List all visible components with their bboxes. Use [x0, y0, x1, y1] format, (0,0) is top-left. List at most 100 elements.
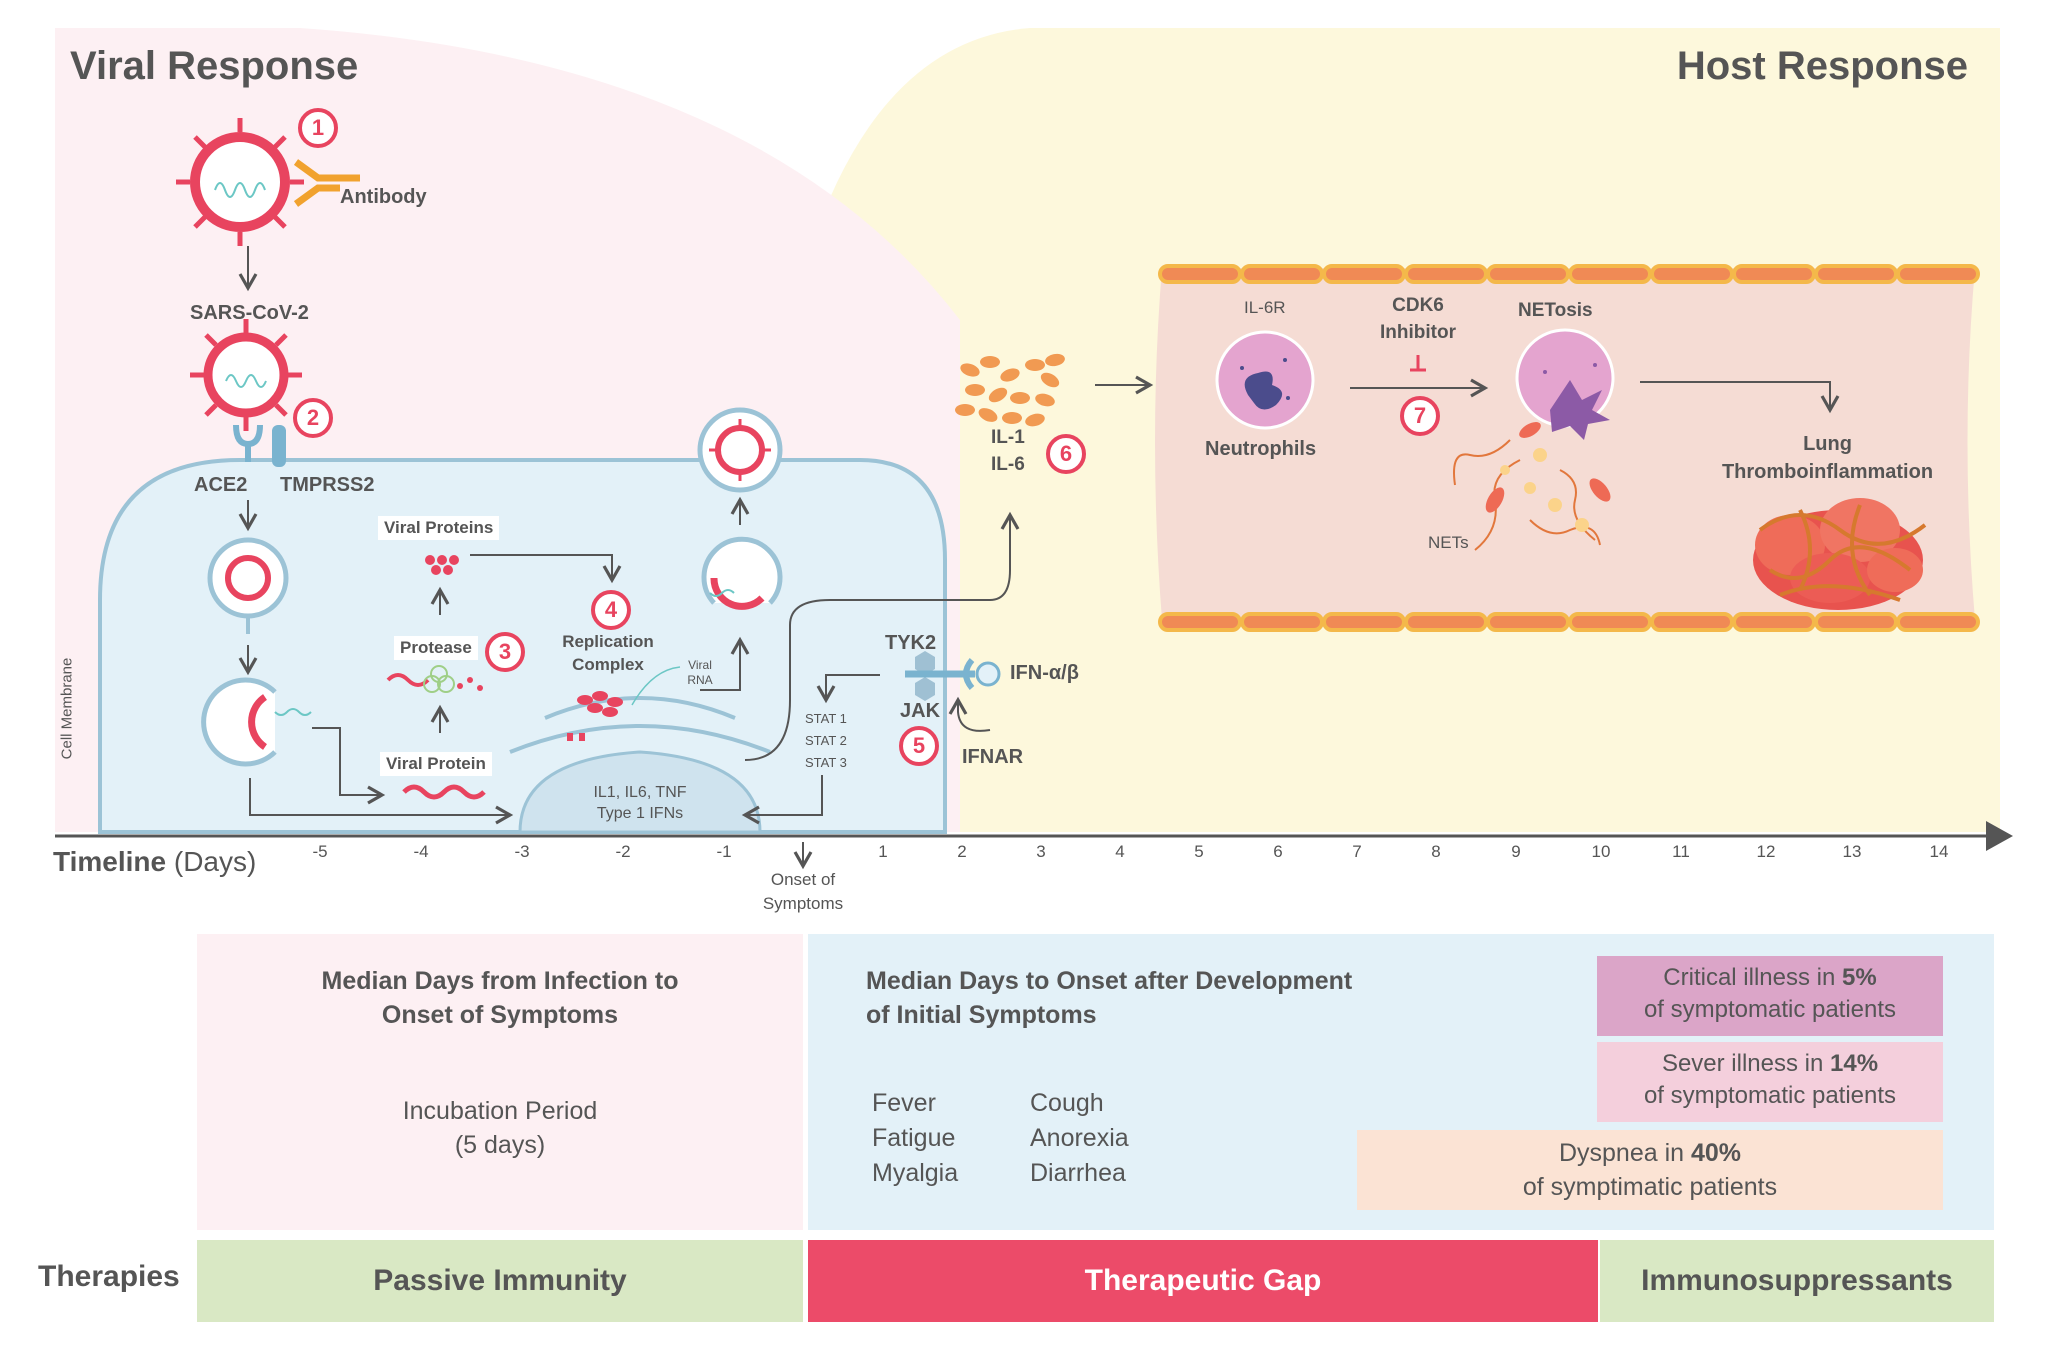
timeline-tick: -5 — [312, 842, 328, 861]
viral-proteins-label: Viral Proteins — [378, 516, 500, 540]
dyspnea-box: Dyspnea in 40% of symptimatic patients — [1357, 1130, 1943, 1210]
timeline-tick: 4 — [1115, 842, 1125, 861]
il6r-label: IL-6R — [1244, 298, 1286, 317]
virus-icon-top — [176, 118, 304, 246]
critical-illness-box: Critical illness in 5% of symptomatic pa… — [1597, 956, 1943, 1036]
incubation-period-line2: (5 days) — [454, 1131, 546, 1159]
host-response-title: Host Response — [1676, 44, 1968, 88]
viral-rna-line1: Viral — [688, 658, 712, 672]
symptoms-col2: Cough Anorexia Diarrhea — [1030, 1086, 1129, 1191]
incubation-panel — [197, 934, 803, 1230]
cdk6-inhibitor-label: CDK6 Inhibitor — [1368, 292, 1468, 346]
protease-label: Protease — [394, 636, 478, 660]
vessel-wall-top — [1158, 264, 1980, 284]
timeline-tick: 1 — [878, 842, 888, 861]
stat-labels: STAT 1 STAT 2 STAT 3 — [805, 708, 847, 774]
symptoms-heading: Median Days to Onset after Development o… — [866, 964, 1352, 1032]
nucleus-label: IL1, IL6, TNF Type 1 IFNs — [560, 782, 720, 824]
cell-membrane-label: Cell Membrane — [58, 657, 76, 760]
stat2-label: STAT 2 — [805, 733, 847, 748]
critical-line1: Critical illness in 5% — [1597, 962, 1943, 994]
onset-line2: Symptoms — [762, 894, 844, 913]
nucleus — [509, 696, 771, 834]
incubation-heading-line2: Onset of Symptoms — [381, 1001, 619, 1029]
dyspnea-pct: 40% — [1690, 1139, 1742, 1167]
timeline-label-unit: (Days) — [166, 846, 257, 877]
lung-thromboinflammation-label: Lung Thromboinflammation — [1705, 430, 1950, 486]
passive-immunity-bar: Passive Immunity — [197, 1240, 803, 1322]
viral-rna-line2: RNA — [687, 673, 713, 687]
il1-label: IL-1 — [991, 427, 1025, 448]
symptom-fever: Fever — [872, 1089, 936, 1117]
dyspnea-pre: Dyspnea in — [1558, 1139, 1691, 1167]
tmprss2-label: TMPRSS2 — [280, 474, 375, 496]
nucleus-label-line2: Type 1 IFNs — [596, 805, 684, 822]
budding-virus-icon — [697, 407, 783, 493]
tmprss2-icon — [272, 425, 286, 467]
symptoms-heading-line1: Median Days to Onset after Development — [866, 967, 1353, 995]
severe-pre: Sever illness in — [1661, 1050, 1831, 1077]
severe-illness-box: Sever illness in 14% of symptomatic pati… — [1597, 1042, 1943, 1122]
step-badge-3: 3 — [485, 632, 525, 672]
timeline-label-bold: Timeline — [53, 846, 167, 877]
viral-rna-label: Viral RNA — [680, 658, 720, 688]
timeline-label: Timeline (Days) — [53, 846, 256, 878]
thrombus-icon — [1753, 498, 1927, 610]
incubation-period-line1: Incubation Period — [402, 1097, 598, 1125]
timeline-tick: 11 — [1672, 842, 1690, 861]
replication-complex-label: Replication Complex — [553, 630, 663, 676]
replication-label-line1: Replication — [562, 632, 654, 651]
severe-line2: of symptomatic patients — [1643, 1082, 1897, 1109]
step-badge-6: 6 — [1046, 434, 1086, 474]
timeline-tick: 7 — [1352, 842, 1362, 861]
timeline-tick: 13 — [1842, 842, 1862, 861]
timeline-tick: -2 — [615, 842, 631, 861]
replication-complex-icon — [567, 691, 623, 741]
nucleus-label-line1: IL1, IL6, TNF — [593, 784, 687, 801]
endosome-icon — [207, 537, 289, 634]
timeline-tick: 8 — [1431, 842, 1441, 861]
viral-protein-strand-icon — [402, 784, 486, 800]
neutrophil-icon — [1215, 330, 1315, 430]
il6-label: IL-6 — [991, 454, 1025, 475]
timeline-tick: -3 — [514, 842, 530, 861]
symptom-diarrhea: Diarrhea — [1030, 1159, 1126, 1187]
inhibitor-icon — [1410, 355, 1426, 372]
ifn-label: IFN-α/β — [1010, 662, 1079, 684]
symptoms-heading-line2: of Initial Symptoms — [866, 1001, 1097, 1029]
timeline-tick: 5 — [1194, 842, 1204, 861]
jak-tyk2-receptor-icon — [905, 651, 1001, 732]
antibody-label: Antibody — [340, 186, 427, 208]
cdk6-line1: CDK6 — [1392, 295, 1444, 316]
timeline-tick: 10 — [1591, 842, 1611, 861]
step-badge-4: 4 — [591, 590, 631, 630]
lung-line1: Lung — [1803, 433, 1852, 455]
incubation-heading: Median Days from Infection to Onset of S… — [197, 964, 803, 1032]
symptom-cough: Cough — [1030, 1089, 1104, 1117]
severe-line1: Sever illness in 14% — [1597, 1048, 1943, 1080]
cytokines-icon — [955, 353, 1065, 427]
ace2-receptor-icon — [233, 424, 263, 462]
onset-line1: Onset of — [770, 870, 836, 889]
protease-cleavage-icon — [386, 673, 430, 687]
viral-response-title: Viral Response — [70, 44, 359, 88]
cdk6-line2: Inhibitor — [1380, 322, 1456, 343]
tyk2-label: TYK2 — [885, 632, 937, 654]
timeline-tick: -1 — [716, 842, 732, 861]
jak-label: JAK — [900, 700, 941, 722]
ace2-label: ACE2 — [194, 474, 248, 496]
onset-of-symptoms-label: Onset of Symptoms — [748, 868, 858, 916]
cytokine-labels: IL-1 IL-6 — [991, 424, 1025, 478]
uncoating-endosome-icon — [201, 677, 312, 767]
severe-pct: 14% — [1830, 1050, 1879, 1077]
assembly-vesicle-icon — [701, 536, 783, 610]
timeline-tick: 6 — [1273, 842, 1283, 861]
step-badge-1: 1 — [298, 108, 338, 148]
lung-line2: Thromboinflammation — [1721, 461, 1934, 483]
immunosuppressants-bar: Immunosuppressants — [1600, 1240, 1994, 1322]
symptom-anorexia: Anorexia — [1030, 1124, 1129, 1152]
symptoms-col1: Fever Fatigue Myalgia — [872, 1086, 958, 1191]
netosis-label: NETosis — [1518, 300, 1593, 321]
symptom-myalgia: Myalgia — [872, 1159, 959, 1187]
antibody-icon — [293, 159, 360, 207]
